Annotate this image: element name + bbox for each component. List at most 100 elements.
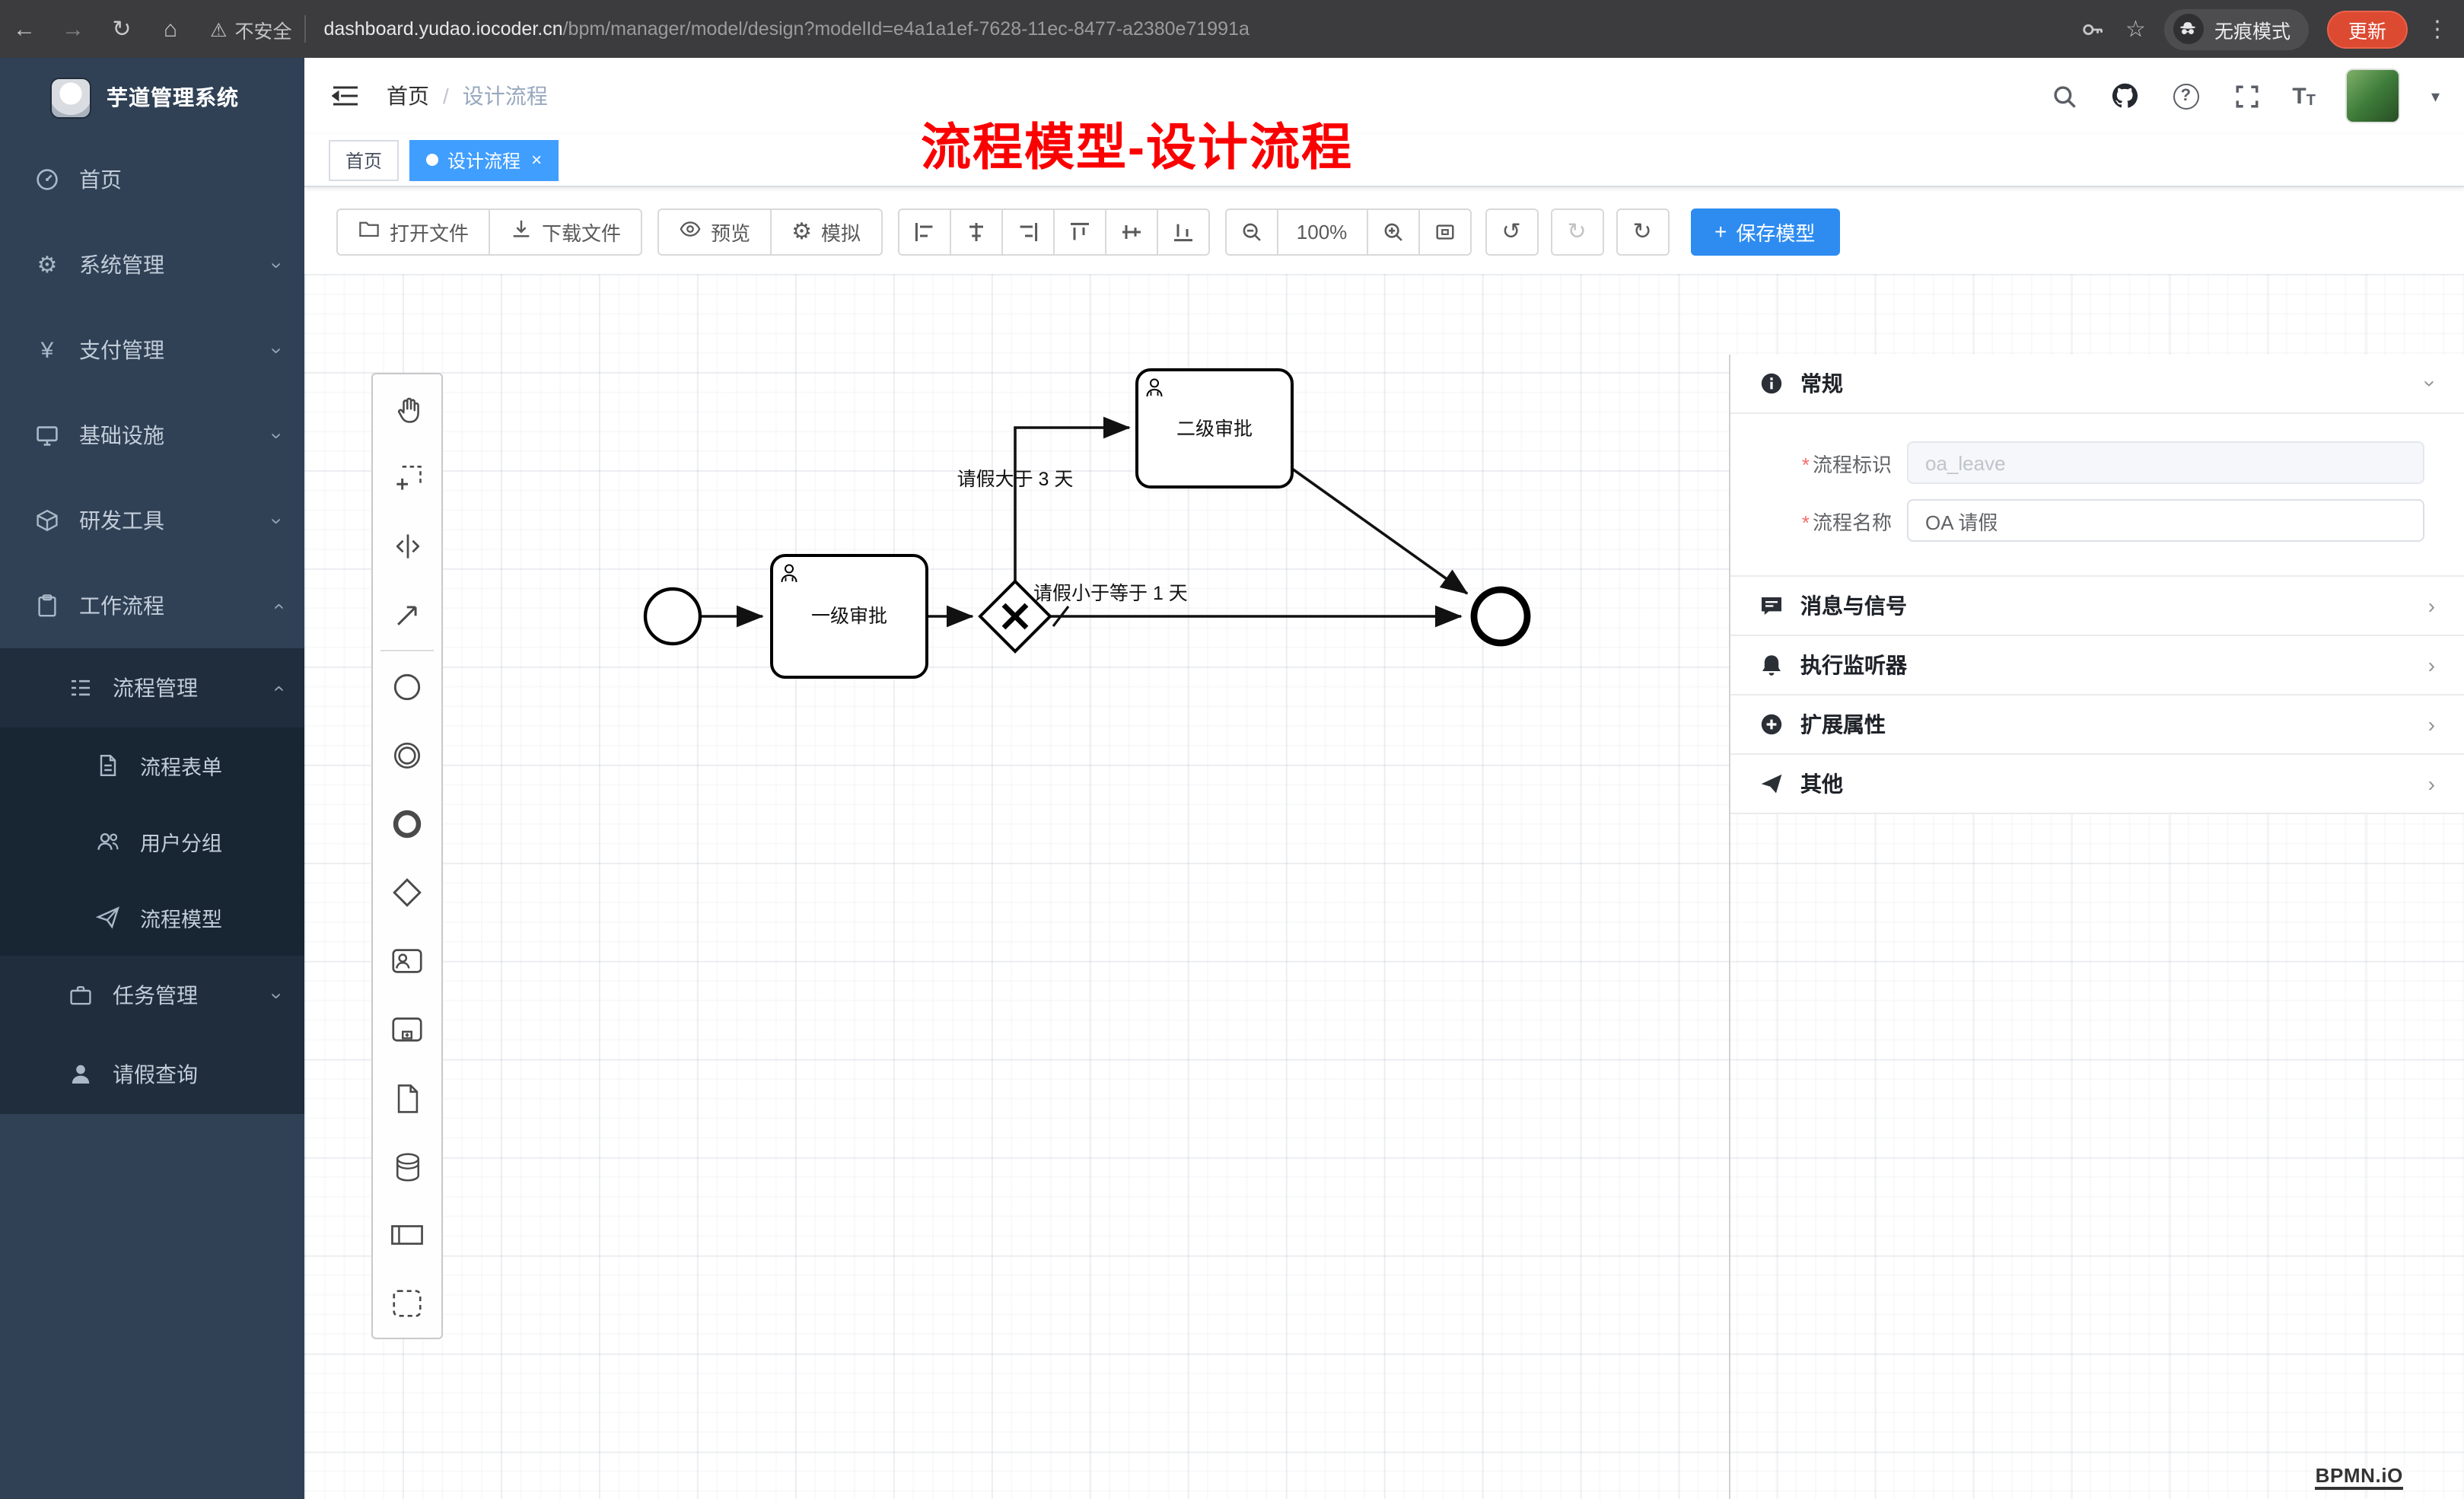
sidebar-item-task-mgmt[interactable]: 任务管理 › [0,956,304,1035]
hand-tool[interactable] [373,374,441,443]
sidebar-item-label: 系统管理 [79,253,164,277]
sidebar-item-process-mgmt[interactable]: 流程管理 › [0,648,304,727]
browser-toolbar: ← → ↻ ⌂ ⚠ 不安全 dashboard.yudao.iocoder.cn… [0,0,2464,58]
tag-design-active[interactable]: 设计流程 × [409,139,559,180]
panel-section-listener[interactable]: 执行监听器 › [1730,636,2464,695]
sidebar-item-workflow[interactable]: 工作流程 › [0,563,304,648]
sidebar-item-system[interactable]: ⚙ 系统管理 › [0,222,304,307]
sidebar-item-label: 请假查询 [113,1062,198,1087]
align-left-button[interactable] [897,208,951,255]
address-bar[interactable]: dashboard.yudao.iocoder.cn/bpm/manager/m… [323,18,1249,40]
panel-section-other[interactable]: 其他 › [1730,755,2464,814]
chevron-up-icon: › [265,602,288,609]
section-title: 执行监听器 [1800,653,1907,677]
search-icon[interactable] [2049,81,2079,111]
end-event[interactable] [1470,586,1531,647]
paper-plane-icon [94,904,122,931]
preview-button[interactable]: 预览 [657,208,772,255]
download-file-button[interactable]: 下载文件 [489,208,643,255]
browser-reload-button[interactable]: ↻ [112,17,132,43]
browser-menu-icon[interactable]: ⋮ [2426,17,2449,43]
align-right-button[interactable] [1001,208,1055,255]
align-top-button[interactable] [1052,208,1106,255]
sidebar-item-infra[interactable]: 基础设施 › [0,393,304,478]
bookmark-star-icon[interactable]: ☆ [2125,17,2146,43]
avatar-caret-icon[interactable]: ▾ [2431,88,2440,106]
sidebar-item-leave-query[interactable]: 请假查询 [0,1035,304,1114]
github-icon[interactable] [2109,81,2140,111]
avatar[interactable] [2345,68,2401,123]
breadcrumb-home[interactable]: 首页 [387,84,429,108]
download-icon [510,218,533,245]
simulate-button[interactable]: ⚙ 模拟 [770,208,883,255]
close-icon[interactable]: × [531,149,543,170]
condition-label-gt[interactable]: 请假大于 3 天 [957,469,1074,490]
flow-task2-to-end[interactable] [1291,467,1469,595]
zoom-in-button[interactable] [1366,208,1420,255]
url-path: /bpm/manager/model/design?modelId=e4a1a1… [562,18,1250,40]
create-gateway[interactable] [373,858,441,927]
create-intermediate-event[interactable] [373,721,441,790]
bpmn-io-watermark[interactable]: BPMN.iO [2315,1464,2403,1490]
sidebar-item-payment[interactable]: ¥ 支付管理 › [0,307,304,393]
save-model-button[interactable]: + 保存模型 [1690,208,1840,255]
panel-section-extended[interactable]: 扩展属性 › [1730,695,2464,755]
open-file-button[interactable]: 打开文件 [336,208,491,255]
tags-view-bar: 首页 设计流程 × [304,134,2464,187]
security-chip[interactable]: ⚠ 不安全 [210,14,291,43]
panel-section-message[interactable]: 消息与信号 › [1730,577,2464,636]
create-group[interactable] [373,1269,441,1338]
sidebar-item-process-form[interactable]: 流程表单 [0,727,304,804]
incognito-chip[interactable]: 无痕模式 [2163,8,2309,49]
create-user-task[interactable] [373,927,441,995]
task-second-approval[interactable] [1135,368,1294,489]
sidebar-item-user-group[interactable]: 用户分组 [0,804,304,880]
create-data-object[interactable] [373,1064,441,1132]
condition-label-le[interactable]: 请假小于等于 1 天 [1033,583,1188,604]
align-center-button[interactable] [949,208,1003,255]
key-icon[interactable] [2077,14,2107,44]
zoom-level: 100% [1276,208,1368,255]
start-event[interactable] [643,587,702,646]
space-tool[interactable] [373,511,441,580]
app-logo-row[interactable]: 芋道管理系统 [0,58,304,137]
bpmn-canvas[interactable]: 请假大于 3 天 请假小于等于 1 天 一级审批 二级审批 [304,274,2464,1499]
sidebar-item-label: 流程管理 [113,676,198,700]
global-connect-tool[interactable] [373,580,441,648]
create-participant[interactable] [373,1201,441,1269]
flow-gateway-to-task2[interactable] [1014,416,1131,581]
breadcrumb-current: 设计流程 [462,84,548,108]
create-end-event[interactable] [373,790,441,858]
sidebar-item-process-model[interactable]: 流程模型 [0,880,304,956]
process-name-input[interactable] [1907,499,2424,542]
tag-home[interactable]: 首页 [329,139,400,180]
redo-button[interactable]: ↻ [1550,208,1604,255]
browser-back-button[interactable]: ← [13,16,36,42]
sidebar-item-devtools[interactable]: 研发工具 › [0,478,304,563]
align-bottom-button[interactable] [1156,208,1210,255]
restart-button[interactable]: ↻ [1616,208,1670,255]
browser-forward-button[interactable]: → [62,16,84,42]
align-middle-button[interactable] [1104,208,1158,255]
sidebar-collapse-icon[interactable] [332,84,359,108]
panel-section-general[interactable]: 常规 › [1730,355,2464,414]
zoom-out-button[interactable] [1224,208,1278,255]
active-dot [426,154,439,166]
lasso-tool[interactable] [373,443,441,511]
fullscreen-icon[interactable] [2231,81,2262,111]
zoom-reset-button[interactable] [1418,208,1472,255]
create-subprocess[interactable] [373,995,441,1064]
create-start-event[interactable] [373,653,441,721]
browser-home-button[interactable]: ⌂ [163,16,178,42]
gateway-x-mark [1001,603,1029,630]
browser-update-button[interactable]: 更新 [2326,10,2408,48]
sidebar-item-home[interactable]: 首页 [0,137,304,222]
process-name-label: *流程名称 [1801,511,1892,533]
folder-icon [358,218,380,245]
help-icon[interactable]: ? [2170,81,2201,111]
create-data-store[interactable] [373,1132,441,1201]
undo-button[interactable]: ↺ [1485,208,1539,255]
process-key-input[interactable] [1907,441,2424,484]
task-first-approval[interactable] [770,554,928,679]
